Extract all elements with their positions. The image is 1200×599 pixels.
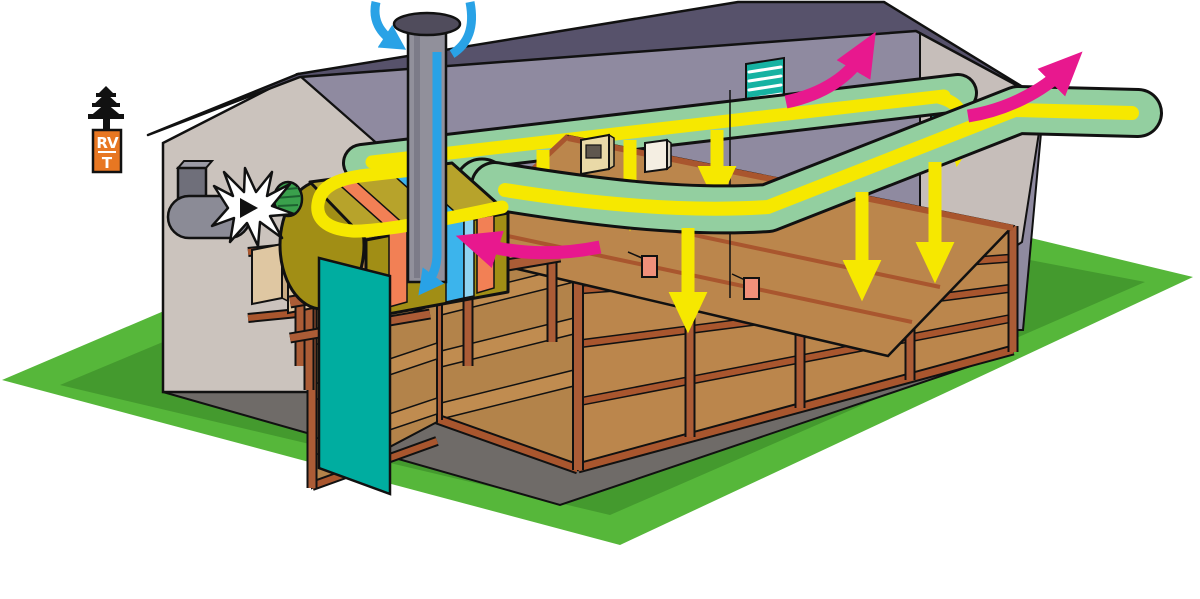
- logo-line2: T: [102, 154, 113, 172]
- sensor-icon: [743, 277, 760, 300]
- exhaust-air-arrows: [784, 31, 1083, 123]
- oil-burner: [166, 160, 296, 248]
- rear-duct-air-stripe: [365, 89, 951, 169]
- rear-heated-air-duct: [342, 73, 978, 183]
- spare-box-icon: [644, 138, 672, 174]
- control-box-icon: [580, 133, 615, 176]
- front-heated-air-duct: [453, 85, 1163, 235]
- rvt-logo: RV T: [88, 86, 124, 174]
- fresh-air-arrows: [370, 1, 477, 296]
- return-air-arrow: [455, 230, 602, 268]
- flame-core: [240, 198, 258, 218]
- sliding-door: [317, 256, 392, 496]
- logo-line1: RV: [96, 134, 119, 152]
- roof: [146, 0, 1046, 137]
- sensor-icon: [641, 255, 658, 278]
- heated-air-drop-arrows-front: [668, 162, 955, 334]
- control-boxes: [580, 133, 672, 176]
- spruce-tree-icon: [88, 86, 124, 132]
- pipe-cap-icon: [392, 11, 462, 37]
- front-duct-air-stripe: [498, 103, 1139, 216]
